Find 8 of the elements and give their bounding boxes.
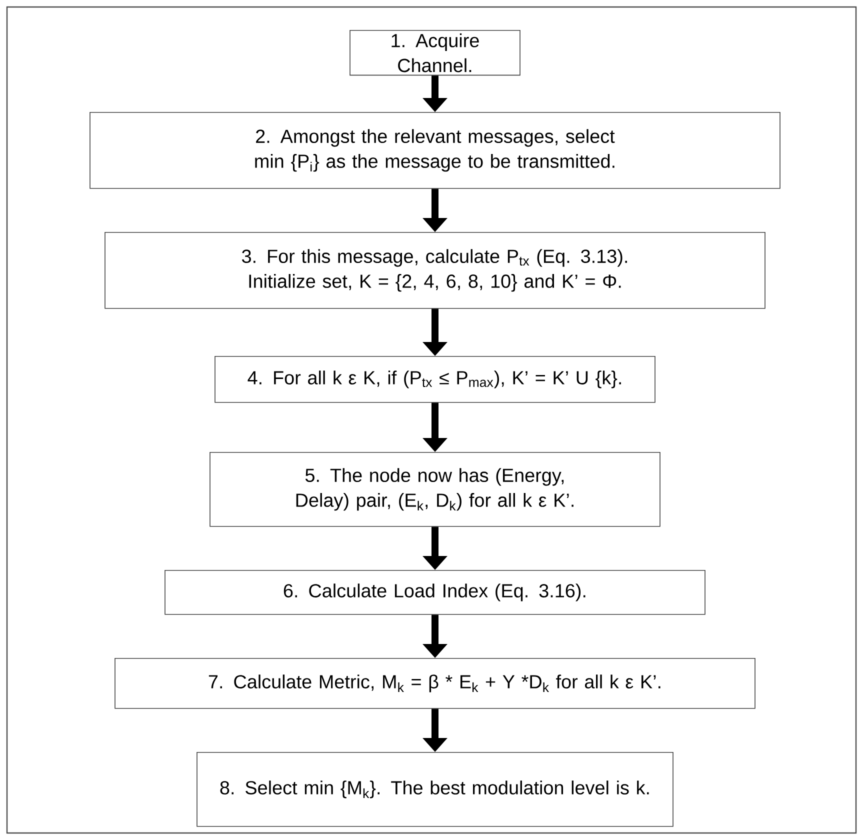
process-box: 5. The node now has (Energy, Delay) pair, (E$_{k}$, D$_{k}$) for all k ε K’. (210, 452, 660, 527)
process-box: 4. For all k ε K, if (P$_{tx}$ ≤ P$_{max}$), K’ = K’ U {k}. (214, 356, 656, 403)
process-box: 3. For this message, calculate P$_{tx}$ (Eq. 3.13). Initialize set, K = {2, 4, 6, 8, 10} and K’ = Φ. (104, 232, 766, 309)
process-box: 2. Amongst the relevant messages, select min {P$_{i}$} as the message to be transmitted. (90, 112, 780, 189)
process-box: 8. Select min {M$_{k}$}. The best modulation level is k. (196, 752, 674, 827)
process-box: 6. Calculate Load Index (Eq. 3.16). (164, 570, 706, 615)
process-box: 1. Acquire Channel. (350, 30, 520, 76)
process-box: 7. Calculate Metric, M$_{k}$ = β * E$_{k}$ + Υ *D$_{k}$ for all k ε K’. (114, 658, 756, 709)
